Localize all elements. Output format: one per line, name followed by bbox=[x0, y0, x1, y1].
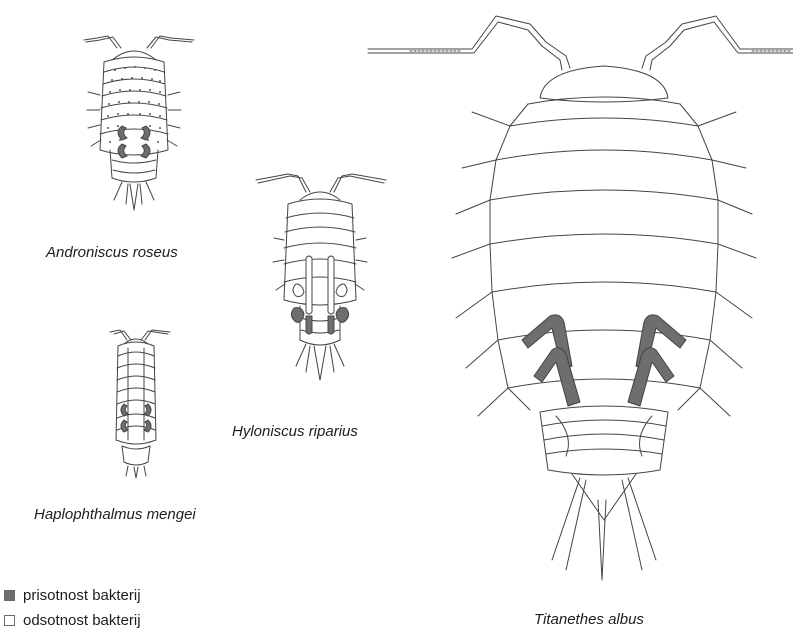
titanethes-albus-drawing bbox=[368, 16, 793, 580]
legend-present: prisotnost bakterij bbox=[4, 587, 141, 604]
legend-present-label: prisotnost bakterij bbox=[23, 587, 141, 604]
present-swatch bbox=[4, 590, 15, 601]
hyloniscus-riparius-drawing bbox=[256, 174, 386, 380]
legend-absent-label: odsotnost bakterij bbox=[23, 612, 141, 629]
androniscus-roseus-drawing bbox=[84, 36, 194, 210]
legend-absent: odsotnost bakterij bbox=[4, 612, 141, 629]
absent-swatch bbox=[4, 615, 15, 626]
caption-hyloniscus-riparius: Hyloniscus riparius bbox=[232, 423, 358, 440]
haplophthalmus-mengei-drawing bbox=[110, 330, 170, 478]
caption-titanethes-albus: Titanethes albus bbox=[534, 611, 644, 628]
caption-haplophthalmus-mengei: Haplophthalmus mengei bbox=[34, 506, 196, 523]
caption-androniscus-roseus: Androniscus roseus bbox=[46, 244, 178, 261]
